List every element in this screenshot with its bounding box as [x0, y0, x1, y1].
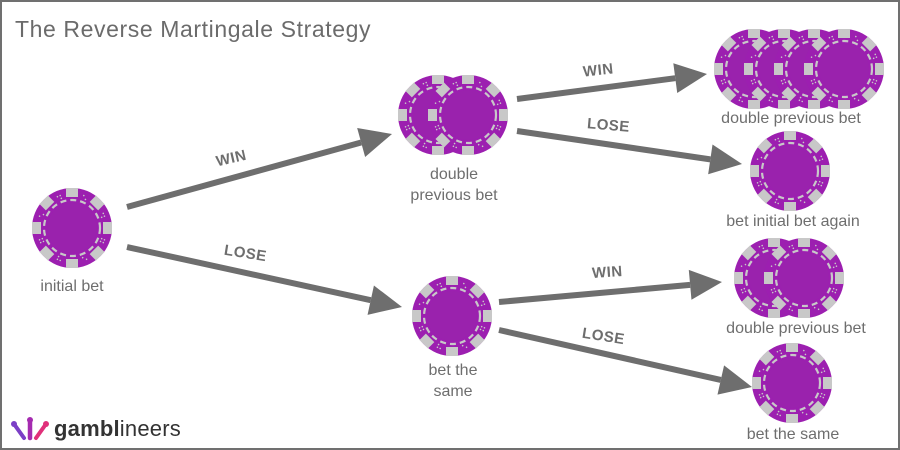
chip-stack-win1	[396, 73, 510, 157]
node-label-lose-lose: bet the same	[746, 426, 840, 443]
arrow-shaft	[498, 327, 722, 383]
poker-chip-icon	[410, 274, 494, 358]
poker-chip-icon	[750, 341, 834, 425]
chip-stack-win-win	[712, 27, 886, 111]
node-label-lose-win: double previous bet	[726, 320, 866, 337]
arrow-head-icon	[717, 365, 752, 395]
node-label-win-win: double previous bet	[721, 110, 861, 127]
edge-label-lose: LOSE	[586, 115, 631, 136]
arrow-win1-to-win-lose	[516, 128, 742, 175]
poker-chip-icon	[802, 27, 886, 111]
node-label-initial-bet: initial bet	[40, 278, 104, 295]
arrow-head-icon	[688, 269, 722, 300]
diagram-title: The Reverse Martingale Strategy	[15, 16, 372, 42]
edge-label-win: WIN	[582, 60, 615, 81]
arrow-win1-to-win-win	[516, 63, 707, 102]
arrow-lose1-to-lose-win	[498, 269, 722, 305]
chip-stack-lose-win	[732, 236, 846, 320]
arrow-shaft	[126, 139, 362, 210]
poker-chip-icon	[748, 129, 832, 213]
arrow-head-icon	[708, 144, 742, 175]
arrow-head-icon	[367, 285, 402, 315]
edge-label-win: WIN	[591, 262, 624, 283]
chip-stack-win-lose	[748, 129, 832, 213]
crown-icon	[11, 417, 49, 441]
arrow-initial-to-win1	[126, 128, 392, 210]
node-label-win-lose: bet initial bet again	[726, 213, 860, 230]
poker-chip-icon	[30, 186, 114, 270]
arrow-shaft	[516, 128, 711, 163]
arrow-initial-to-lose1	[126, 244, 402, 315]
arrow-shaft	[516, 75, 676, 102]
gamblineers-logo: gamblineers	[10, 416, 181, 442]
chip-stack-lose-lose	[750, 341, 834, 425]
poker-chip-icon	[762, 236, 846, 320]
chip-stack-lose1	[410, 274, 494, 358]
arrow-shaft	[126, 244, 372, 304]
arrow-head-icon	[357, 128, 392, 157]
arrow-head-icon	[673, 63, 707, 94]
arrow-shaft	[498, 281, 691, 305]
logo-wordmark: gamblineers	[54, 416, 181, 441]
arrow-lose1-to-lose-lose	[498, 327, 752, 395]
poker-chip-icon	[426, 73, 510, 157]
chip-stack-initial	[30, 186, 114, 270]
